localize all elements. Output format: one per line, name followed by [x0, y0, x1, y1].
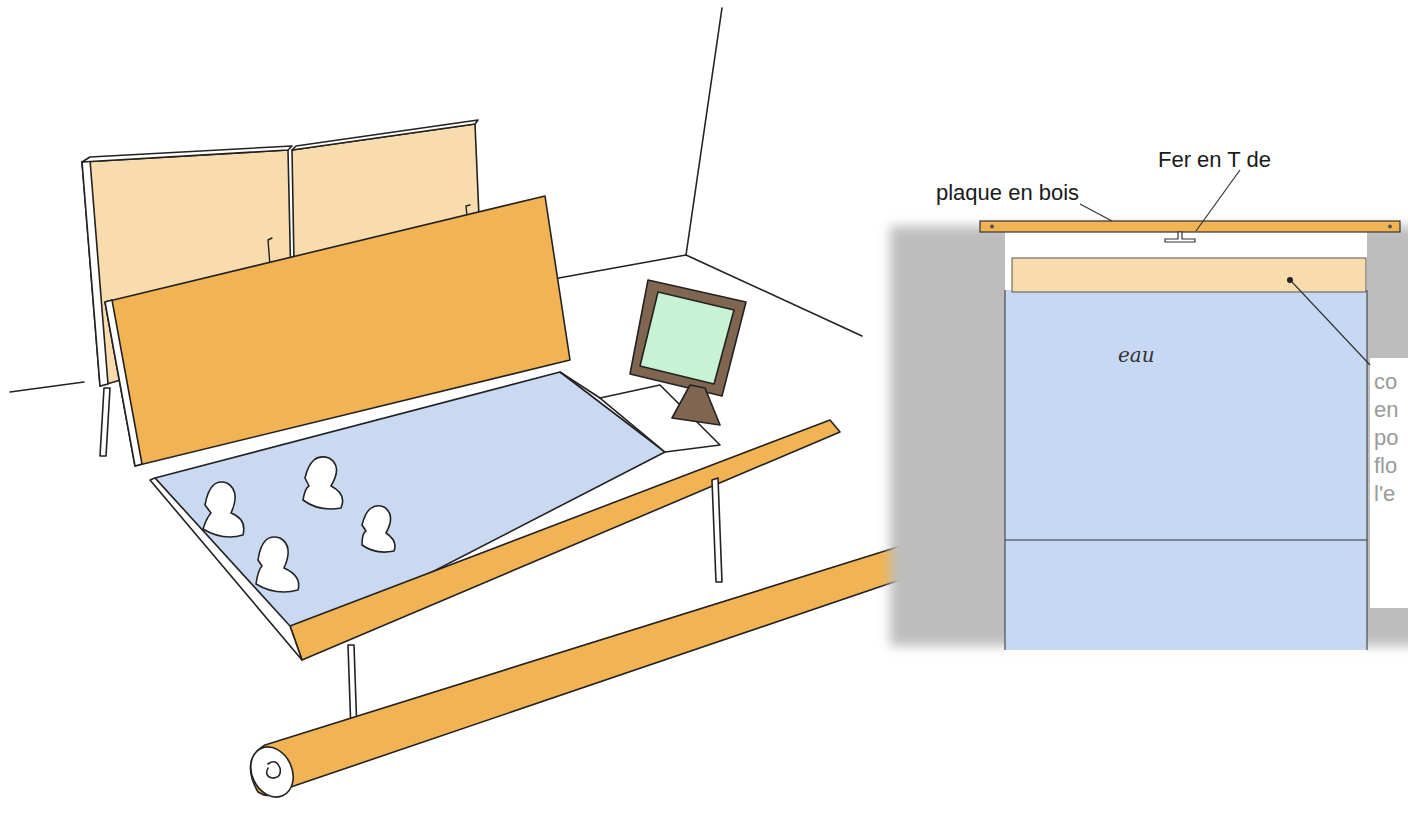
wood-plate	[980, 221, 1400, 232]
part-label: Fer en T de	[1158, 147, 1271, 173]
sketch	[10, 8, 952, 804]
t-iron	[1165, 232, 1195, 242]
water-label: eau	[1118, 343, 1155, 367]
part-label: plaque en bois	[936, 180, 1079, 206]
section-view	[890, 170, 1408, 656]
part-label: co en po flo l'e	[1374, 368, 1408, 508]
water	[1005, 290, 1367, 650]
water-region: eau	[1006, 293, 1366, 539]
float-board	[1012, 258, 1366, 292]
